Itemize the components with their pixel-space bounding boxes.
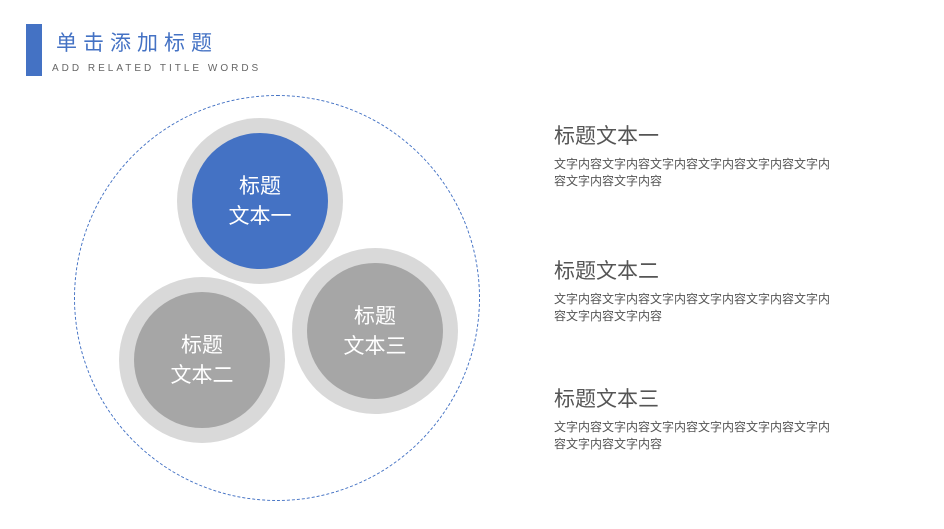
item-2-body[interactable]: 文字内容文字内容文字内容文字内容文字内容文字内容文字内容文字内容 [554,292,831,323]
circle-ring-1: 标题 文本一 [177,118,343,284]
circle-1-line2: 文本一 [228,204,292,228]
text-item-2: 标题文本二 文字内容文字内容文字内容文字内容文字内容文字内容文字内容文字内容 [554,257,854,325]
circle-1-line1: 标题 [239,174,281,198]
circle-3[interactable]: 标题 文本三 [307,263,443,399]
circle-2-line1: 标题 [181,333,223,357]
text-item-1: 标题文本一 文字内容文字内容文字内容文字内容文字内容文字内容文字内容文字内容 [554,122,854,190]
circle-1[interactable]: 标题 文本一 [192,133,328,269]
item-2-title[interactable]: 标题文本二 [554,259,659,283]
title-accent-bar [26,24,42,76]
item-3-title[interactable]: 标题文本三 [554,387,659,411]
dashed-outer-circle [74,95,480,501]
item-1-title[interactable]: 标题文本一 [554,124,659,148]
circle-2-line2: 文本二 [170,363,234,387]
circle-2[interactable]: 标题 文本二 [134,292,270,428]
item-1-body[interactable]: 文字内容文字内容文字内容文字内容文字内容文字内容文字内容文字内容 [554,157,831,188]
slide-title[interactable]: 单击添加标题 [56,31,218,55]
text-item-3: 标题文本三 文字内容文字内容文字内容文字内容文字内容文字内容文字内容文字内容 [554,385,854,453]
circle-ring-3: 标题 文本三 [292,248,458,414]
circle-3-line1: 标题 [354,304,396,328]
circle-3-line2: 文本三 [343,334,407,358]
item-3-body[interactable]: 文字内容文字内容文字内容文字内容文字内容文字内容文字内容文字内容 [554,420,831,451]
slide-subtitle: ADD RELATED TITLE WORDS [52,63,262,74]
circle-ring-2: 标题 文本二 [119,277,285,443]
